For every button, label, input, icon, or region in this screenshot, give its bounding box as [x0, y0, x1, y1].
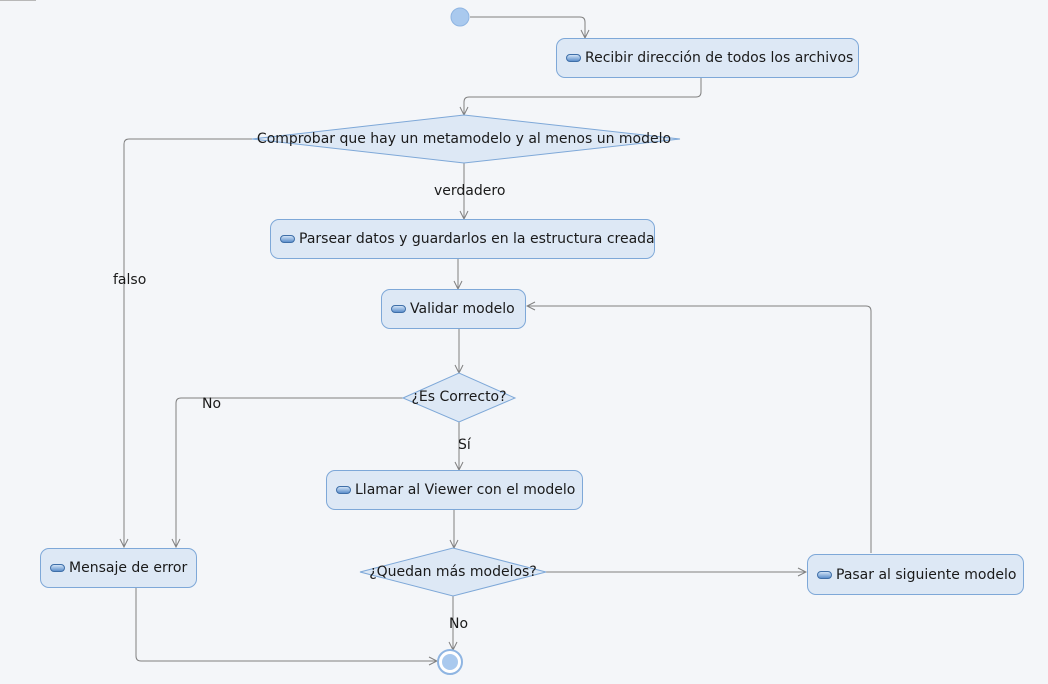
action-validate-model[interactable]: Validar modelo [381, 289, 526, 329]
end-node [437, 649, 463, 675]
start-node [450, 7, 470, 27]
action-label: Validar modelo [410, 301, 515, 317]
edge-label-no-more: No [449, 616, 469, 632]
decision-is-correct-label[interactable]: ¿Es Correcto? [411, 389, 507, 405]
action-icon [566, 54, 581, 62]
action-call-viewer[interactable]: Llamar al Viewer con el modelo [326, 470, 583, 510]
decision-more-models-shape [359, 547, 547, 597]
action-icon [50, 564, 65, 572]
action-icon [336, 486, 351, 494]
edge-start-to-receive [470, 16, 585, 38]
action-icon [280, 235, 295, 243]
decision-check-models-shape [251, 114, 681, 164]
action-label: Pasar al siguiente modelo [836, 566, 1017, 583]
edge-receive-to-check [464, 78, 702, 115]
edge-label-no-correct: No [202, 396, 222, 412]
edge-label-yes-correct: Sí [458, 437, 471, 453]
action-icon [817, 570, 832, 579]
edge-check-to-error [124, 138, 252, 547]
action-label: Parsear datos y guardarlos en la estruct… [299, 231, 655, 247]
action-label: Recibir dirección de todos los archivos [585, 50, 854, 66]
decision-check-models-label[interactable]: Comprobar que hay un metamodelo y al men… [256, 131, 672, 147]
decision-is-correct-shape [401, 372, 517, 423]
canvas-corner-tab [0, 0, 36, 1]
action-error-message[interactable]: Mensaje de error [40, 548, 197, 588]
edge-label-false: falso [113, 272, 147, 288]
action-label: Mensaje de error [69, 560, 188, 576]
action-receive-paths[interactable]: Recibir dirección de todos los archivos [556, 38, 859, 78]
edge-correct-to-error [176, 397, 404, 547]
action-label: Llamar al Viewer con el modelo [355, 482, 576, 498]
action-icon [391, 305, 406, 313]
action-next-model[interactable]: Pasar al siguiente modelo [807, 554, 1024, 595]
edge-label-true: verdadero [434, 183, 506, 199]
action-parse-data[interactable]: Parsear datos y guardarlos en la estruct… [270, 219, 655, 259]
decision-more-models-label[interactable]: ¿Quedan más modelos? [369, 564, 537, 580]
edge-next-to-validate [527, 306, 872, 553]
edge-error-to-end [135, 588, 437, 661]
